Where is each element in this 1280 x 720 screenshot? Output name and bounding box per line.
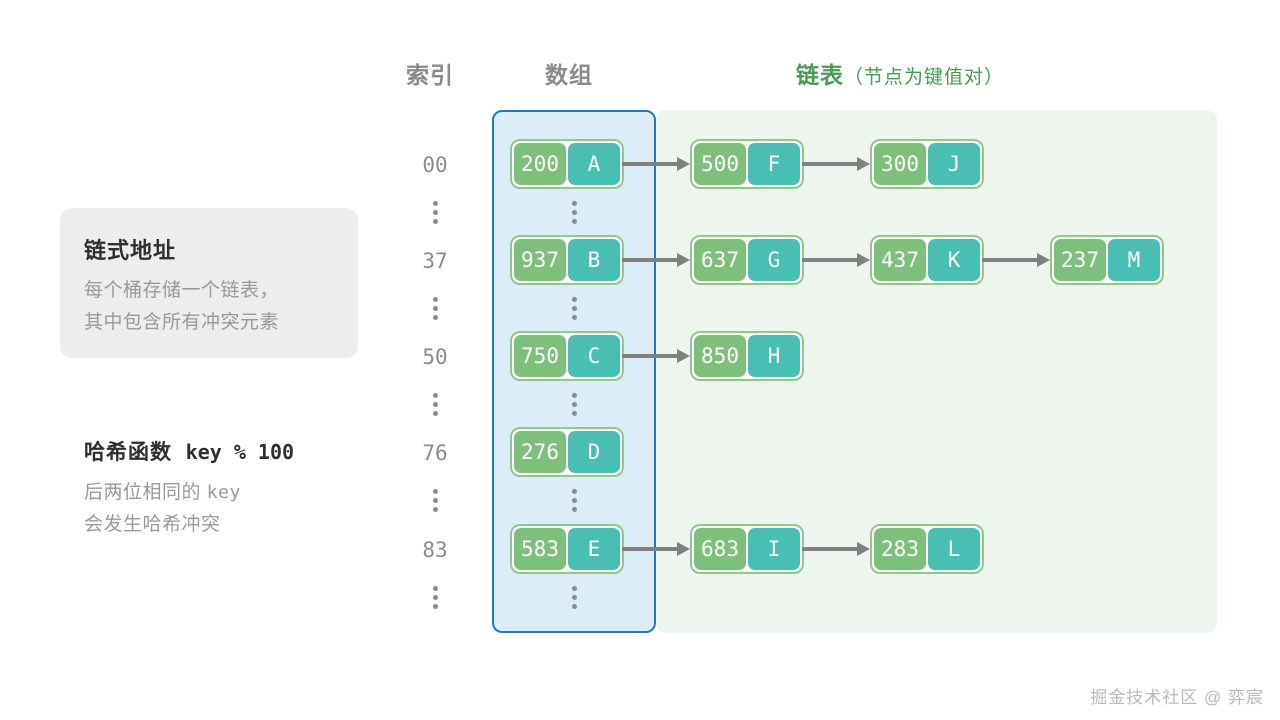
linked-list-arrow <box>802 253 870 267</box>
node-value: L <box>928 528 980 570</box>
hash-note-line-1-text: 后两位相同的 <box>84 482 202 503</box>
node-value: H <box>748 335 800 377</box>
linked-list-arrow <box>802 157 870 171</box>
hash-function-expression: key % 100 <box>185 440 295 464</box>
node-key: 637 <box>694 239 746 281</box>
column-header-linkedlist-sub: （节点为键值对） <box>844 67 1005 88</box>
node-value: J <box>928 143 980 185</box>
node-key: 500 <box>694 143 746 185</box>
node-value: I <box>748 528 800 570</box>
node-key: 750 <box>514 335 566 377</box>
hash-function-label: 哈希函数 <box>84 441 172 464</box>
array-ellipsis <box>569 586 579 609</box>
array-ellipsis <box>569 393 579 416</box>
node-value: C <box>568 335 620 377</box>
linked-list-arrow <box>982 253 1050 267</box>
info-card <box>60 208 358 358</box>
node-key: 850 <box>694 335 746 377</box>
node-value: K <box>928 239 980 281</box>
info-card-line-2: 其中包含所有冲突元素 <box>84 312 280 333</box>
column-header-array: 数组 <box>545 62 593 88</box>
linked-list-arrow <box>622 542 690 556</box>
hash-function-title: 哈希函数 key % 100 <box>84 436 294 466</box>
node-key: 583 <box>514 528 566 570</box>
array-ellipsis <box>569 297 579 320</box>
info-card-body: 每个桶存储一个链表， 其中包含所有冲突元素 <box>84 275 354 339</box>
array-ellipsis <box>569 201 579 224</box>
node-value: B <box>568 239 620 281</box>
bucket-index-label: 76 <box>422 441 448 465</box>
hash-note-line-1: 后两位相同的 key <box>84 477 384 509</box>
node-value: G <box>748 239 800 281</box>
linked-list-arrow <box>622 157 690 171</box>
column-header-linkedlist: 链表（节点为键值对） <box>796 56 1004 90</box>
node-key: 300 <box>874 143 926 185</box>
linked-list-arrow <box>622 253 690 267</box>
node-key: 276 <box>514 431 566 473</box>
bucket-index-label: 83 <box>422 538 448 562</box>
node-value: M <box>1108 239 1160 281</box>
column-header-linkedlist-main: 链表 <box>796 62 844 88</box>
info-card-title: 链式地址 <box>84 238 177 263</box>
node-value: E <box>568 528 620 570</box>
index-ellipsis <box>430 201 440 224</box>
node-value: A <box>568 143 620 185</box>
node-key: 237 <box>1054 239 1106 281</box>
bucket-index-label: 37 <box>422 249 448 273</box>
column-header-index: 索引 <box>406 62 454 88</box>
node-value: D <box>568 431 620 473</box>
hash-note-line-2: 会发生哈希冲突 <box>84 514 221 535</box>
index-ellipsis <box>430 586 440 609</box>
array-ellipsis <box>569 489 579 512</box>
index-ellipsis <box>430 393 440 416</box>
node-value: F <box>748 143 800 185</box>
bucket-index-label: 00 <box>422 153 448 177</box>
node-key: 437 <box>874 239 926 281</box>
node-key: 937 <box>514 239 566 281</box>
hash-note-line-1-code: key <box>206 482 241 503</box>
node-key: 200 <box>514 143 566 185</box>
hash-function-note: 后两位相同的 key 会发生哈希冲突 <box>84 477 384 541</box>
watermark: 掘金技术社区 @ 弈宸 <box>1090 688 1264 707</box>
linked-list-arrow <box>622 349 690 363</box>
index-ellipsis <box>430 297 440 320</box>
node-key: 283 <box>874 528 926 570</box>
info-card-line-1: 每个桶存储一个链表， <box>84 280 280 301</box>
node-key: 683 <box>694 528 746 570</box>
index-ellipsis <box>430 489 440 512</box>
bucket-index-label: 50 <box>422 345 448 369</box>
linked-list-arrow <box>802 542 870 556</box>
